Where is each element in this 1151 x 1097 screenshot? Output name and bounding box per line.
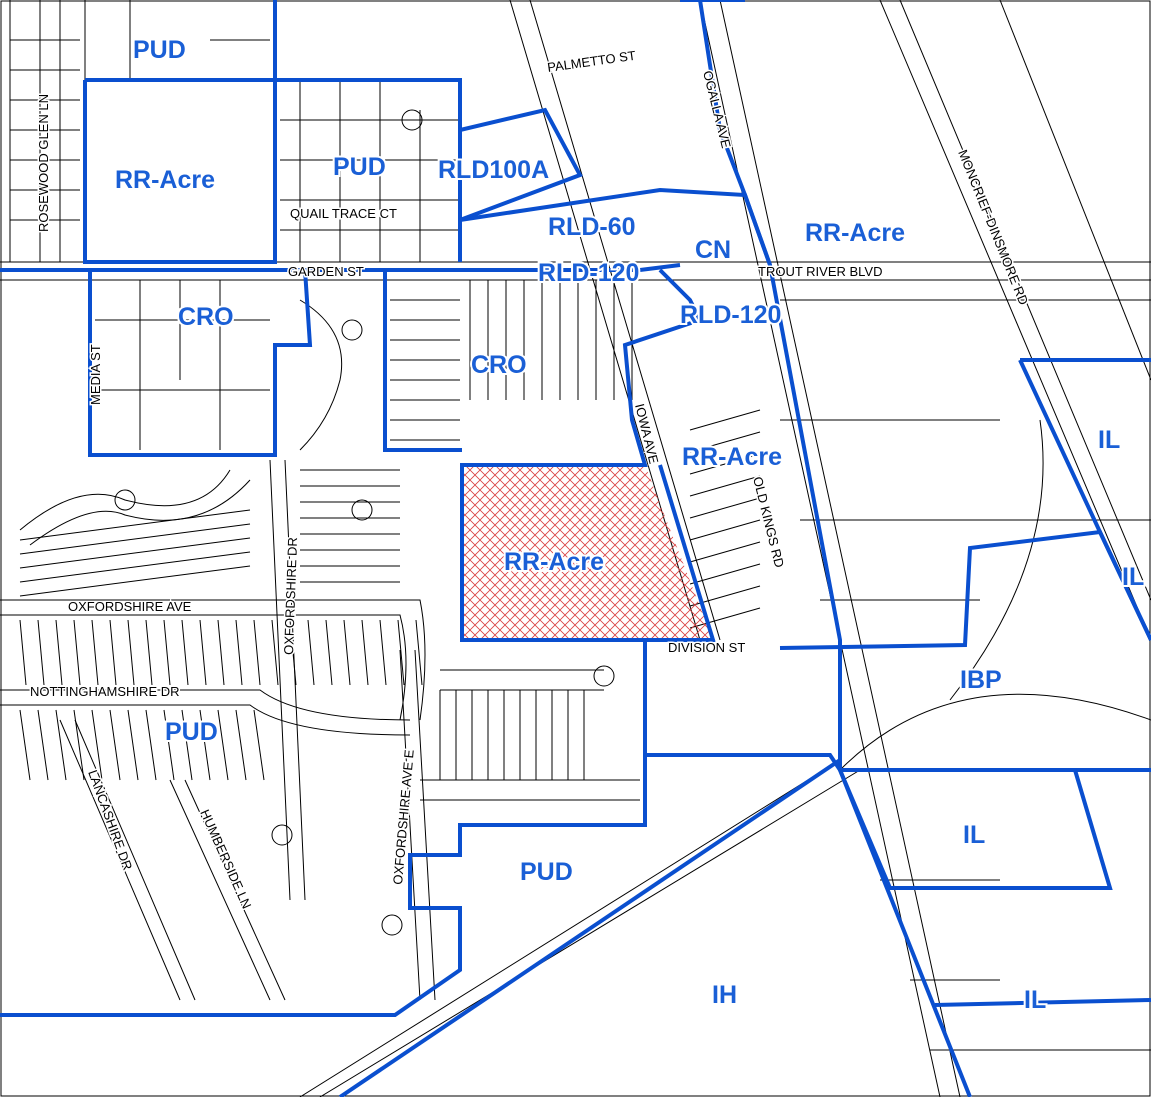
zone-label-rld120-b: RLD-120 — [680, 301, 781, 329]
street-label-nottinghamshire: NOTTINGHAMSHIRE DR — [30, 684, 180, 699]
street-label-quail-trace: QUAIL TRACE CT — [290, 206, 397, 221]
zone-label-rr-acre-east: RR-Acre — [682, 443, 782, 471]
zone-label-il-east-2: IL — [1122, 563, 1144, 591]
zone-label-ibp: IBP — [960, 666, 1002, 694]
street-label-media: MEDIA ST — [88, 344, 103, 405]
zone-label-cro-mid: CRO — [471, 351, 527, 379]
street-label-moncrief: MONCRIEF-DINSMORE RD — [955, 148, 1031, 308]
zone-label-pud-sw: PUD — [165, 718, 218, 746]
zone-label-rld100a: RLD100A — [438, 156, 549, 184]
zone-label-ih: IH — [712, 981, 737, 1009]
zone-label-il-east-1: IL — [1098, 426, 1120, 454]
street-label-oxfordshire-dr: OXFORDSHIRE DR — [281, 537, 300, 655]
zone-label-il-southeast: IL — [963, 821, 985, 849]
zone-label-pud-south: PUD — [520, 858, 573, 886]
zone-label-rld120-a: RLD-120 — [538, 259, 639, 287]
street-label-palmetto: PALMETTO ST — [546, 48, 636, 75]
zone-label-rld60: RLD-60 — [548, 213, 636, 241]
street-label-trout-river: TROUT RIVER BLVD — [758, 264, 882, 279]
street-label-oxfordshire-ave-e: OXFORDSHIRE AVE E — [390, 749, 417, 886]
zone-label-pud-top: PUD — [133, 36, 186, 64]
zone-label-rr-acre-subject: RR-Acre — [504, 548, 604, 576]
street-label-division: DIVISION ST — [668, 640, 745, 655]
zone-label-rr-acre-nw: RR-Acre — [115, 166, 215, 194]
street-label-garden: GARDEN ST — [288, 264, 364, 279]
street-label-oxfordshire-ave: OXFORDSHIRE AVE — [68, 599, 192, 614]
zone-label-cro-west: CRO — [178, 303, 234, 331]
zone-label-il-south: IL — [1024, 986, 1046, 1014]
zone-label-cn: CN — [695, 236, 731, 264]
street-label-rosewood: ROSEWOOD GLEN LN — [36, 94, 51, 232]
street-label-lancashire: LANCASHIRE DR — [85, 768, 135, 872]
street-label-old-kings: OLD KINGS RD — [750, 475, 787, 569]
zoning-labels: PUD RR-Acre PUD RLD100A RLD-60 CN RR-Acr… — [113, 34, 1146, 1016]
zone-label-rr-acre-ne: RR-Acre — [805, 219, 905, 247]
street-label-ogalla: OGALLA AVE — [700, 69, 734, 150]
zone-label-pud-mid: PUD — [333, 153, 386, 181]
subject-parcel-hatch — [462, 465, 713, 640]
